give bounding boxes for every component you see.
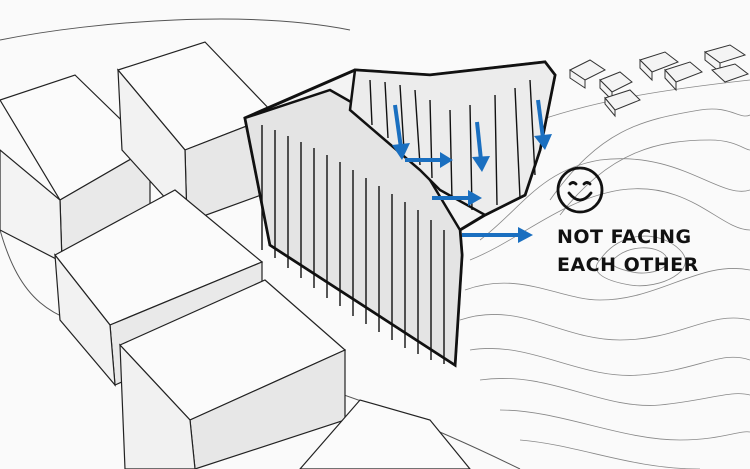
arrow-icon [392,104,410,160]
facade-fins [261,79,536,364]
smiley-face-icon [556,166,604,214]
arrow-icon [462,227,533,243]
annotation-line-1: NOT FACING [557,226,692,248]
small-houses [569,44,750,118]
context-blocks [0,41,471,469]
arrow-icon [432,190,482,206]
topographic-contours [459,79,750,469]
annotation-line-2: EACH OTHER [557,254,699,276]
arrow-icon [405,152,453,168]
block-bottom [118,279,347,469]
view-direction-arrows [392,99,552,243]
arrow-icon [534,99,552,150]
block-bottom-right [299,399,471,469]
arrow-icon [472,121,490,172]
